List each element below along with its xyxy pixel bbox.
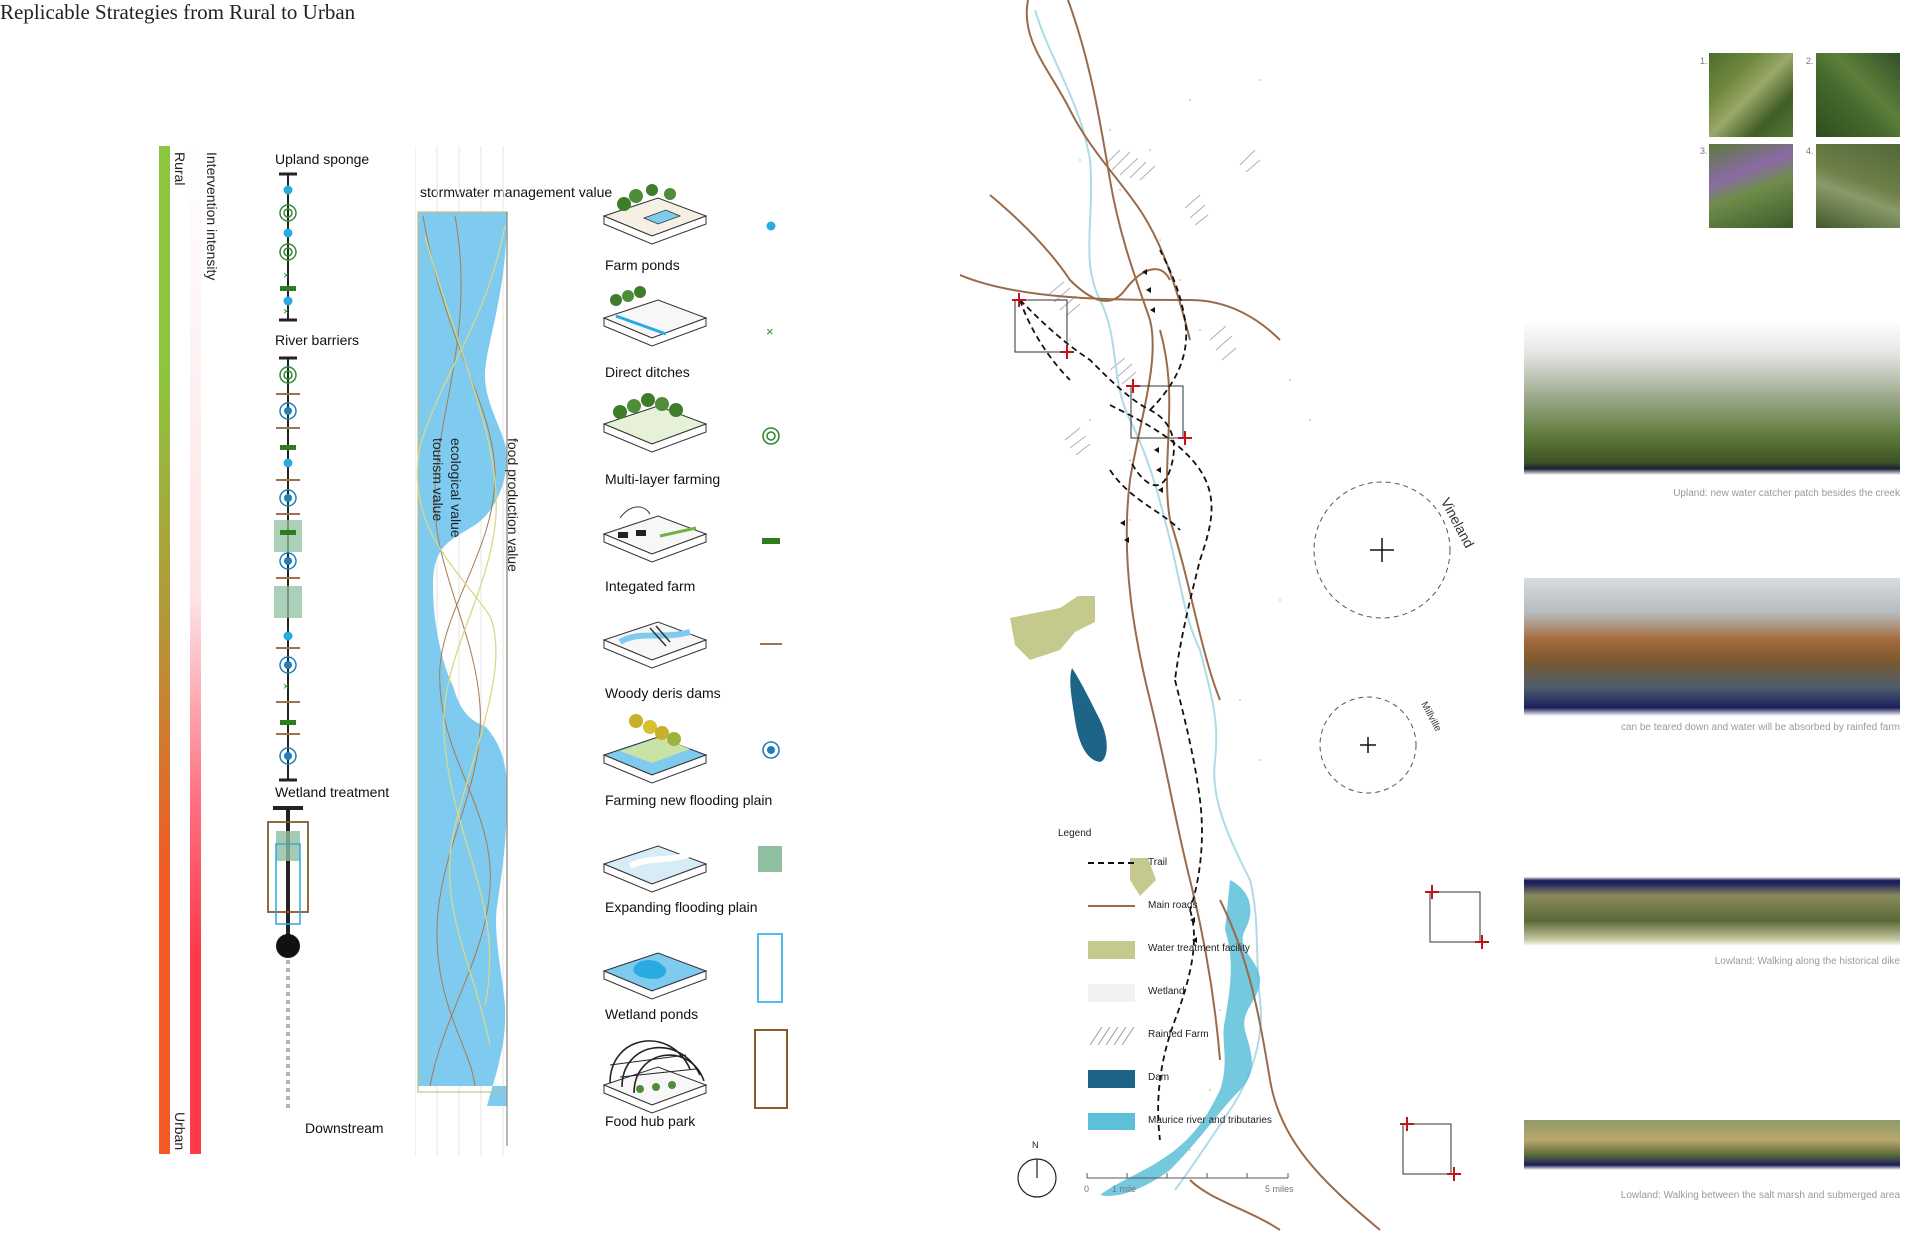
tourism-value-label: tourism value [430, 438, 446, 522]
legend-label-dam: Dam [1148, 1072, 1170, 1083]
water-treatment-polygon [1010, 596, 1095, 660]
legend-water-treatment-symbol [1088, 941, 1135, 959]
scale-one-mile-label: 1 mile [1112, 1184, 1137, 1194]
reference-aerial-1 [1709, 53, 1793, 137]
rainfed-farm-caption: can be teared down and water will be abs… [1620, 722, 1900, 733]
strategy-symbols: × [754, 221, 788, 1109]
scale-bar [1086, 1173, 1289, 1179]
rainfed-farm-scene-photo [1524, 578, 1900, 716]
trail-path [1019, 249, 1213, 1141]
strategy-label-farming-new-flooding-plain: Farming new flooding plain [605, 792, 773, 808]
site-boxes [1014, 299, 1481, 1175]
multi-layer-farming-symbol [762, 427, 780, 445]
strategy-label-farm-ponds: Farm ponds [605, 257, 680, 273]
expanding-flooding-plain-illustration [602, 845, 708, 893]
north-label: N [1032, 1140, 1039, 1150]
strategy-label-direct-ditches: Direct ditches [605, 364, 690, 380]
intervention-intensity-label: Intervention intensity [204, 152, 220, 281]
stormwater-area [418, 212, 507, 1106]
rainfed-farm-hatch [1047, 149, 1261, 456]
urban-label: Urban [172, 1112, 188, 1151]
downstream-label: Downstream [305, 1120, 384, 1136]
woody-debris-dams-illustration [602, 621, 708, 669]
svg-text:×: × [283, 681, 289, 693]
historical-dike-caption: Lowland: Walking along the historical di… [1714, 956, 1900, 967]
salt-marsh-scene-photo [1524, 1120, 1900, 1170]
farm-ponds-symbol [766, 221, 776, 231]
wetland-treatment-label: Wetland treatment [275, 784, 390, 800]
farming-flooding-plain-symbol [762, 741, 780, 759]
wetland-segment [267, 806, 309, 1110]
food-production-value-label: food production value [505, 438, 521, 572]
strategy-label-expanding-flooding-plain: Expanding flooding plain [605, 899, 758, 915]
upland-scene-photo [1524, 320, 1900, 475]
farming-flooding-plain-illustration [602, 714, 708, 784]
intervention-intensity-bar [190, 146, 201, 1154]
legend-label-wetland: Wetland [1148, 986, 1185, 997]
river-barriers-segment: × [274, 356, 302, 782]
vineland-circle [1313, 481, 1451, 619]
rural-urban-gradient-bar [159, 146, 170, 1154]
reference-aerial-2 [1816, 53, 1900, 137]
reference-number-3: 3. [1700, 146, 1708, 156]
reference-aerial-4 [1816, 144, 1900, 228]
direct-ditches-illustration [602, 286, 708, 347]
scale-five-miles-label: 5 miles [1265, 1184, 1294, 1194]
multi-layer-farming-illustration [602, 393, 708, 453]
wetland-ponds-illustration [602, 952, 708, 1000]
legend-wetland-symbol [1088, 984, 1135, 1002]
main-roads [960, 0, 1381, 1231]
legend-title: Legend [1058, 828, 1092, 839]
svg-text:×: × [283, 270, 289, 282]
strategy-chain-diagram: × × × [267, 172, 309, 1110]
integrated-farm-illustration [602, 506, 708, 563]
value-curves-chart [415, 146, 508, 1156]
dam-polygon [1070, 668, 1107, 762]
upland-sponge-label: Upland sponge [275, 151, 370, 167]
integrated-farm-symbol [762, 538, 780, 544]
stormwater-value-label: stormwater management value [420, 184, 613, 200]
reference-number-4: 4. [1806, 146, 1814, 156]
food-hub-park-illustration [602, 1040, 708, 1114]
reference-number-2: 2. [1806, 56, 1814, 66]
legend-river-symbol [1088, 1113, 1135, 1130]
millville-circle [1319, 696, 1417, 794]
wetland-ponds-symbol [757, 933, 783, 1003]
food-hub-park-symbol [754, 1029, 788, 1109]
legend-label-main-roads: Main roads [1148, 900, 1198, 911]
maurice-river [1034, 9, 1262, 1191]
strategy-label-food-hub-park: Food hub park [605, 1113, 696, 1129]
legend-symbols [1088, 862, 1135, 1130]
legend-rainfed-farm-symbol [1088, 1026, 1135, 1046]
ecological-value-label: ecological value [448, 438, 464, 538]
direct-ditches-symbol: × [766, 324, 774, 339]
upland-caption: Upland: new water catcher patch besides … [1673, 488, 1900, 499]
rural-label: Rural [172, 152, 188, 186]
legend-label-maurice-river: Maurice river and tributaries [1148, 1115, 1272, 1126]
salt-marsh-caption: Lowland: Walking between the salt marsh … [1620, 1190, 1900, 1201]
legend-label-water-treatment: Water treatment facility [1148, 943, 1250, 954]
strategy-label-woody-debris-dams: Woody deris dams [605, 685, 721, 701]
river-barriers-label: River barriers [275, 332, 360, 348]
historical-dike-scene-photo [1524, 820, 1900, 946]
upland-segment: × × [279, 172, 297, 322]
strategy-label-integrated-farm: Integated farm [605, 578, 696, 594]
legend-dam-symbol [1088, 1070, 1135, 1088]
legend-label-trail: Trail [1148, 857, 1168, 868]
page-title: Replicable Strategies from Rural to Urba… [0, 0, 356, 24]
reference-aerial-3 [1709, 144, 1793, 228]
strategy-label-multi-layer-farming: Multi-layer farming [605, 471, 721, 487]
site-markers [1012, 293, 1489, 1181]
legend-label-rainfed-farm: Rainfed Farm [1148, 1029, 1209, 1040]
farm-ponds-illustration [602, 184, 708, 245]
scale-zero-label: 0 [1084, 1184, 1090, 1194]
north-arrow [1017, 1158, 1057, 1198]
river-map [960, 0, 1489, 1231]
expanding-flooding-plain-symbol [758, 846, 782, 872]
trail-arrows [1120, 269, 1197, 943]
strategy-label-wetland-ponds: Wetland ponds [605, 1006, 699, 1022]
reference-number-1: 1. [1700, 56, 1708, 66]
svg-text:×: × [283, 306, 289, 318]
strategy-illustrations [602, 184, 708, 1114]
